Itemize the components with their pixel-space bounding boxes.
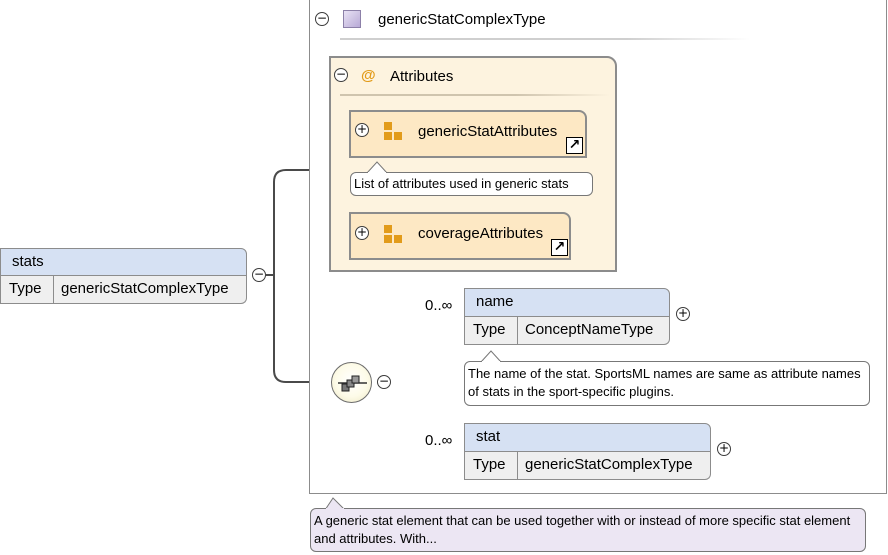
complex-type-divider [340, 38, 750, 40]
root-element-name: stats [12, 253, 44, 270]
root-type-row: Type genericStatComplexType [0, 276, 247, 304]
complex-type-collapse-toggle[interactable]: − [315, 11, 329, 26]
root-collapse-toggle[interactable]: − [252, 267, 266, 282]
element-stat-type-key: Type [465, 452, 518, 479]
element-stat[interactable]: stat [464, 423, 711, 452]
complex-type-name: genericStatComplexType [378, 11, 546, 28]
complex-type-annotation: A generic stat element that can be used … [310, 508, 866, 552]
element-name[interactable]: name [464, 288, 670, 317]
sequence-compositor-icon [338, 375, 367, 392]
generic-stat-attributes-annotation-text: List of attributes used in generic stats [354, 176, 569, 191]
generic-stat-attributes-expand-toggle[interactable]: + [355, 122, 369, 137]
root-type-value: genericStatComplexType [61, 280, 229, 297]
attributes-collapse-toggle[interactable]: − [334, 67, 348, 82]
element-name-type-key: Type [465, 317, 518, 344]
stat-occurrence: 0..∞ [425, 432, 453, 449]
generic-stat-attributes-annotation: List of attributes used in generic stats [350, 172, 593, 196]
coverage-attributes-link-icon[interactable]: ↗ [551, 239, 568, 256]
attributes-title: Attributes [390, 68, 454, 85]
root-type-key: Type [1, 276, 54, 303]
attribute-group-icon [384, 225, 404, 245]
generic-stat-attributes-link-icon[interactable]: ↗ [566, 137, 583, 154]
coverage-attributes-label: coverageAttributes [418, 225, 544, 242]
element-name-annotation: The name of the stat. SportsML names are… [464, 361, 870, 406]
generic-stat-attributes-label: genericStatAttributes [418, 123, 558, 140]
element-stat-label: stat [476, 428, 501, 445]
attributes-divider [340, 94, 610, 96]
sequence-collapse-toggle[interactable]: − [377, 374, 391, 389]
name-occurrence: 0..∞ [425, 297, 453, 314]
complex-type-icon [343, 10, 361, 28]
attribute-at-icon: @ [361, 67, 376, 84]
sequence-compositor[interactable] [331, 362, 372, 403]
root-element-stats[interactable]: stats [0, 248, 247, 276]
element-name-type-row: Type ConceptNameType [464, 317, 670, 345]
element-name-annotation-text: The name of the stat. SportsML names are… [468, 366, 861, 399]
element-stat-expand-toggle[interactable]: + [717, 441, 731, 456]
coverage-attributes-expand-toggle[interactable]: + [355, 225, 369, 240]
element-stat-type-row: Type genericStatComplexType [464, 452, 711, 480]
element-name-expand-toggle[interactable]: + [676, 306, 690, 321]
element-name-label: name [476, 293, 514, 310]
element-name-type-value: ConceptNameType [525, 321, 654, 338]
attribute-group-icon [384, 122, 404, 142]
element-stat-type-value: genericStatComplexType [525, 456, 693, 473]
complex-type-annotation-text: A generic stat element that can be used … [314, 513, 851, 546]
